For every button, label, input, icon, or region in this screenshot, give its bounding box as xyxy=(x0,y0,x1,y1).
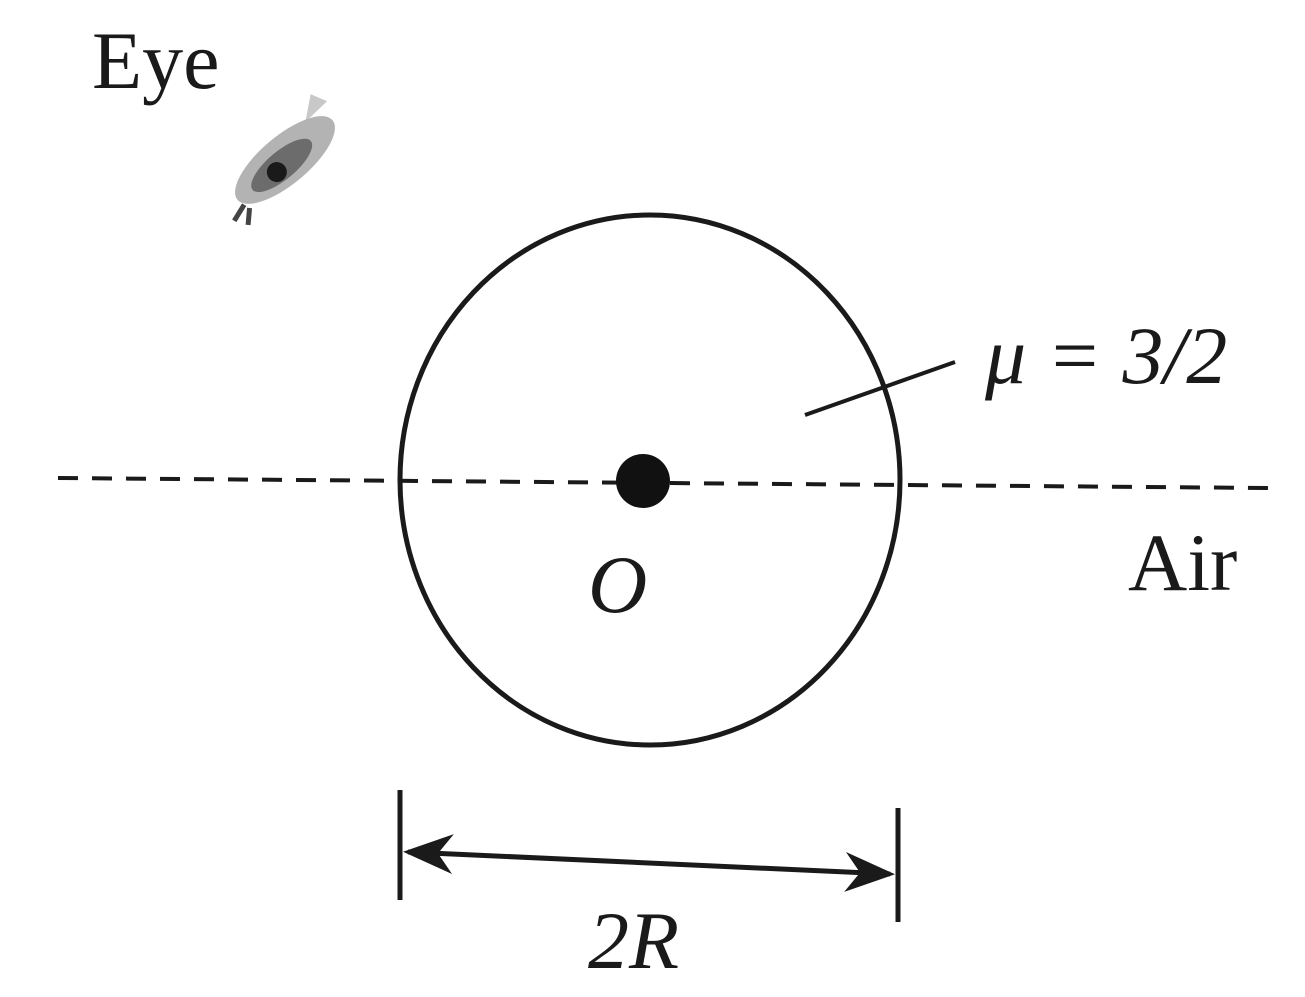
medium-label: Air xyxy=(1128,517,1237,608)
refractive-index-label: μ = 3/2 xyxy=(984,310,1227,401)
diameter-arrow xyxy=(403,834,895,892)
diameter-label: 2R xyxy=(588,895,679,986)
glass-sphere xyxy=(397,212,903,748)
mu-leader-line xyxy=(804,360,956,417)
eye-label: Eye xyxy=(92,15,219,106)
eye-icon xyxy=(232,94,335,226)
center-label: O xyxy=(588,539,647,630)
center-point xyxy=(616,454,670,508)
